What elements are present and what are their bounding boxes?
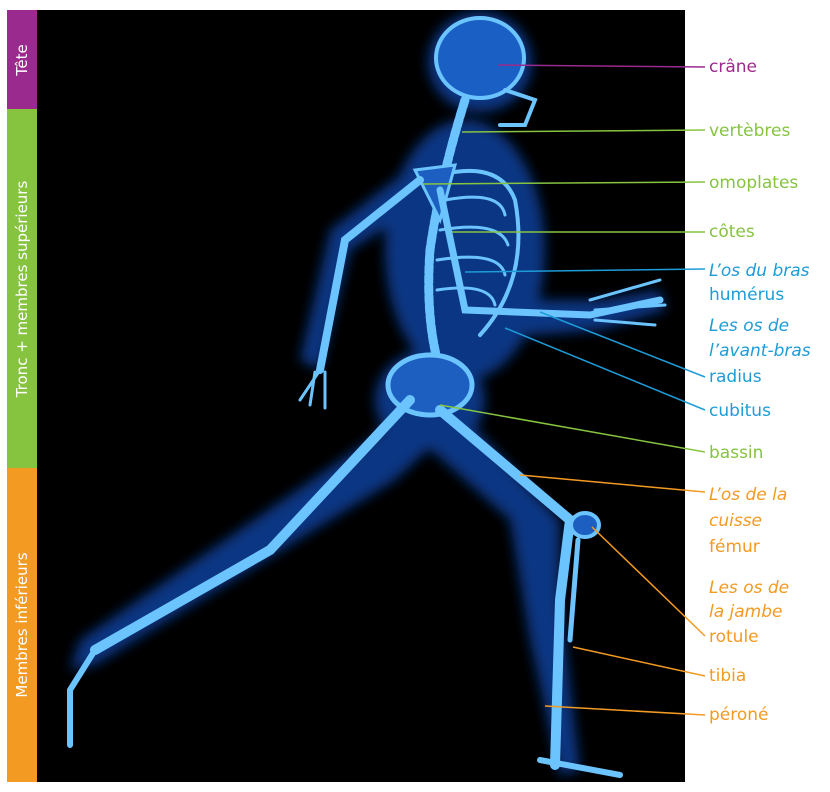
label-cubitus: cubitus — [709, 400, 771, 423]
label-os-cuisse-2: cuisse — [709, 510, 762, 533]
label-os-cuisse-1: L’os de la — [709, 484, 787, 507]
leader-crane — [498, 65, 705, 67]
label-os-jambe-1: Les os de — [709, 577, 789, 600]
label-tibia: tibia — [709, 665, 746, 688]
label-perone: péroné — [709, 704, 769, 727]
label-os-avant-bras-2: l’avant-bras — [709, 340, 811, 363]
label-humerus: humérus — [709, 284, 784, 307]
label-os-jambe-2: la jambe — [709, 601, 783, 624]
label-vertebres: vertèbres — [709, 120, 790, 143]
label-os-avant-bras-1: Les os de — [709, 315, 789, 338]
leader-femur — [520, 475, 705, 492]
label-bassin: bassin — [709, 442, 763, 465]
label-crane: crâne — [709, 56, 757, 79]
leader-perone — [545, 706, 705, 715]
leader-rotule — [592, 527, 705, 636]
label-os-bras: L’os du bras — [709, 260, 810, 283]
label-radius: radius — [709, 366, 762, 389]
leader-omoplates — [423, 182, 705, 184]
leader-vertebres — [462, 130, 705, 132]
leader-radius — [540, 312, 705, 377]
leader-bassin — [440, 405, 705, 452]
label-femur: fémur — [709, 536, 760, 559]
label-cotes: côtes — [709, 221, 755, 244]
leader-humerus — [465, 269, 705, 272]
leader-tibia — [573, 647, 705, 676]
leader-cubitus — [505, 328, 705, 410]
label-rotule: rotule — [709, 626, 759, 649]
label-omoplates: omoplates — [709, 172, 798, 195]
